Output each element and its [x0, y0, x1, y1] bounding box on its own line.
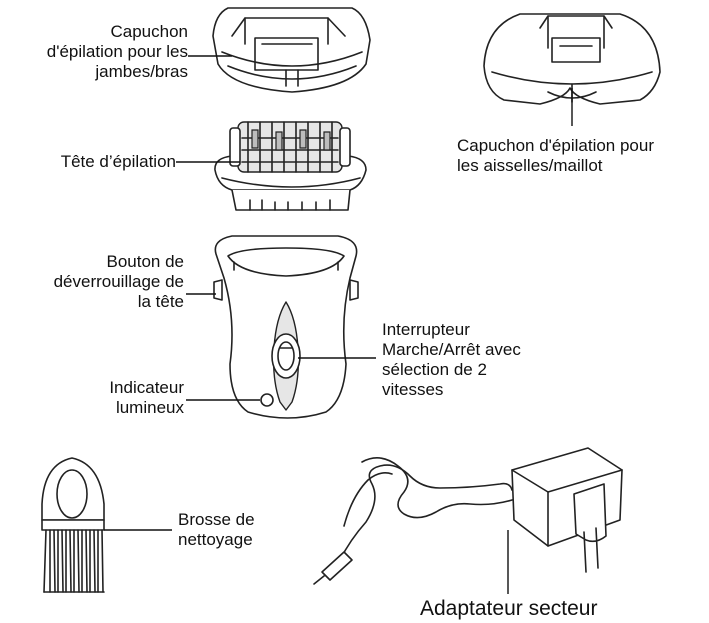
epilator-body-drawing — [213, 235, 359, 419]
cleaning-brush-drawing — [41, 457, 105, 593]
epilator-head-drawing — [214, 121, 367, 211]
label-adapter: Adaptateur secteur — [420, 597, 598, 620]
cap-legs-drawing — [212, 7, 371, 93]
power-adapter-drawing — [313, 447, 623, 585]
label-epilator-head: Tête d’épilation — [60, 152, 176, 171]
cap-armpit-drawing — [483, 13, 661, 105]
